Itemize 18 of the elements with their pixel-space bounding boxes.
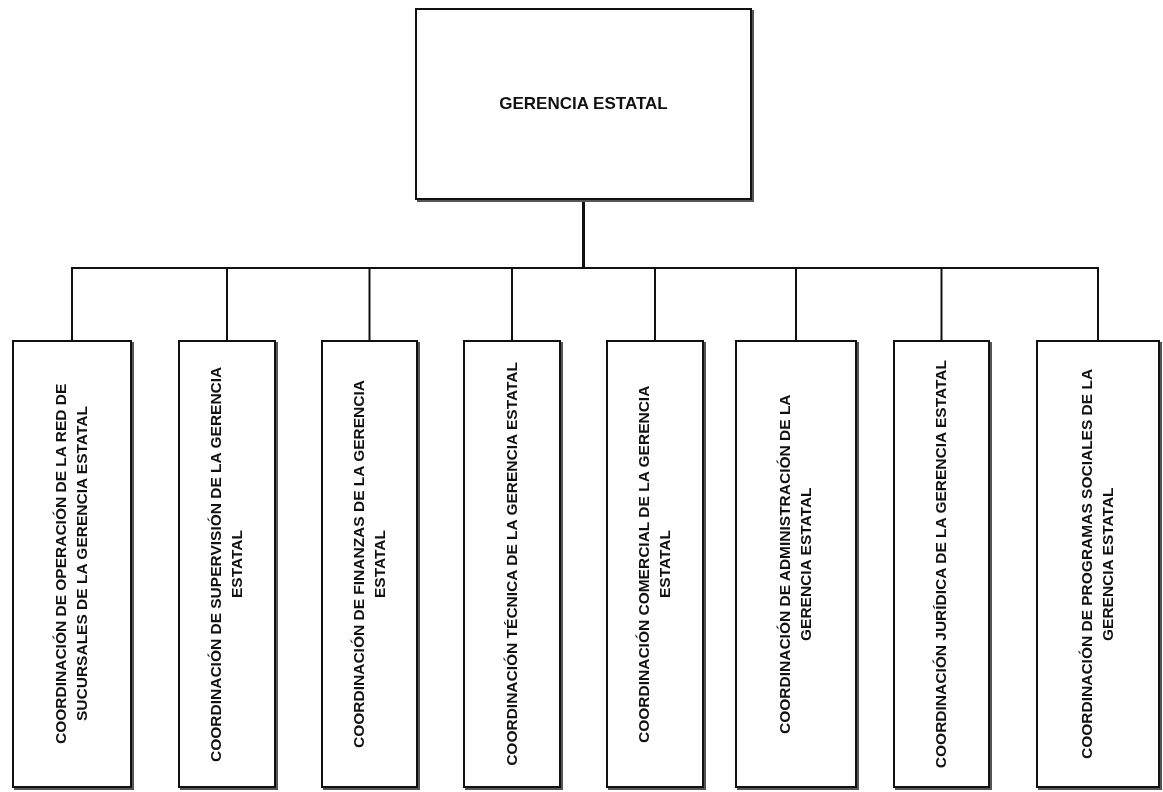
org-box — [606, 340, 704, 788]
unit-name: COORDINACIÓN TÉCNICA DE LA GERENCIA ESTATAL — [501, 362, 521, 766]
unit-name: COORDINACIÓN DE FINANZAS DE LA GERENCIA ESTATAL — [348, 379, 389, 750]
unit-name: COORDINACIÓN DE OPERACIÓN DE LA RED DE SUCURSALES DE LA GERENCIA ESTATAL — [51, 382, 91, 747]
unit-name: GERENCIA ESTATAL — [498, 93, 669, 115]
org-box — [178, 340, 276, 788]
org-box — [893, 340, 990, 788]
unit-name: COORDINACIÓN DE SUPERVISIÓN DE LA GERENCIA ESTATAL — [206, 365, 246, 764]
unit-name: COORDINACIÓN DE PROGRAMAS SOCIALES DE LA GERENCIA ESTATAL — [1077, 367, 1117, 762]
unit-name: COORDINACIÓN DE ADMINISTRACIÓN DE LA GERENCIA ESTATAL — [775, 393, 815, 736]
org-box — [12, 340, 132, 788]
org-box — [463, 340, 561, 788]
unit-name: COORDINACIÓN JURÍDICA DE LA GERENCIA ESTATAL — [931, 359, 951, 769]
org-box — [1036, 340, 1160, 788]
unit-name: COORDINACIÓN COMERCIAL DE LA GERENCIA ESTATAL — [634, 384, 674, 745]
org-box — [735, 340, 857, 788]
org-box — [321, 340, 418, 788]
org-box — [415, 8, 752, 200]
